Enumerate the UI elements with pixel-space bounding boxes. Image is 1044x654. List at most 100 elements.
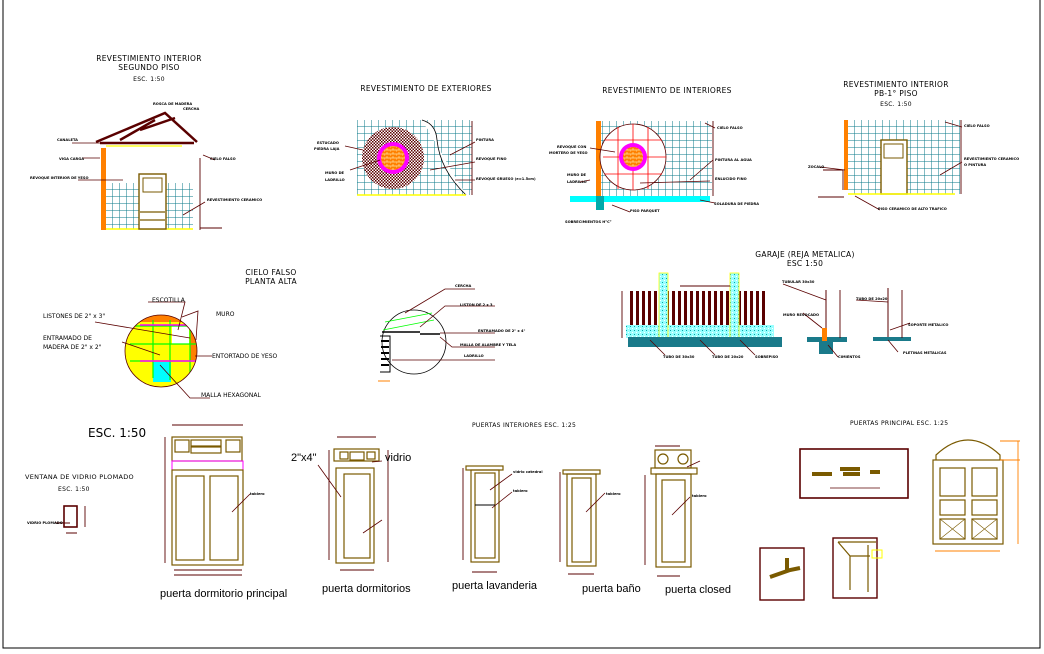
- label: SOBRECIMIENTOS H°C°: [565, 220, 612, 224]
- label: LISTON DE 2 x 3: [460, 303, 493, 307]
- label: MALLA HEXAGONAL: [201, 392, 261, 399]
- label: PLETINAS METALICAS: [903, 351, 947, 355]
- label: CIELO FALSO: [964, 124, 990, 128]
- label: MALLA DE ALAMBRE Y TELA: [460, 343, 516, 347]
- label: 2"x4": [291, 452, 317, 464]
- label: TUBO DE 30x30: [663, 355, 695, 359]
- subtitle: ESC 1:50: [787, 259, 823, 268]
- title: CIELO FALSO: [245, 268, 296, 277]
- title: REVESTIMIENTO DE EXTERIORES: [360, 84, 491, 93]
- section-garaje: GARAJE (REJA METALICA) ESC 1:50 TUBULAR …: [621, 250, 948, 359]
- section-title: PUERTAS PRINCIPAL ESC. 1:25: [850, 420, 948, 427]
- subtitle: PB-1° PISO: [874, 89, 918, 98]
- label: ENTRAMADO DE: [43, 335, 92, 342]
- leaders: [649, 283, 911, 358]
- door-principal: [932, 439, 1020, 552]
- label: REVOQUE GRUESO (e=1.5cm): [476, 177, 536, 181]
- foundation: [596, 196, 604, 210]
- label: SOPORTE METALICO: [908, 323, 948, 327]
- title: GARAJE (REJA METALICA): [755, 250, 854, 259]
- leaders: [392, 288, 495, 361]
- subtitle: PLANTA ALTA: [245, 277, 297, 286]
- label: PISO CERAMICO DE ALTO TRAFICO: [878, 207, 947, 211]
- label: tablero: [513, 489, 528, 493]
- label: TUBULAR 30x30: [782, 280, 815, 284]
- detail-circle: [381, 309, 447, 375]
- label: PINTURA AL AGUA: [715, 158, 752, 162]
- window-scale: ESC. 1:50: [58, 486, 90, 493]
- detail-circle: [124, 314, 198, 388]
- label: CANALETA: [57, 138, 78, 142]
- fence-panel: [630, 291, 662, 325]
- label: TUBO DE 20x20: [712, 355, 744, 359]
- door-closed: [644, 445, 701, 577]
- footing: [819, 342, 833, 354]
- label: vidrio catedral: [513, 470, 543, 474]
- door-window: [142, 177, 163, 193]
- label: PINTURA: [476, 138, 494, 142]
- post: [658, 272, 669, 340]
- window-plomado: [63, 505, 78, 528]
- title: REVESTIMIENTO DE INTERIORES: [602, 86, 731, 95]
- label: ESCOTILLA: [152, 297, 186, 304]
- wall-detail: [380, 335, 391, 373]
- section-puertas: ESC. 1:50 VENTANA DE VIDRIO PLOMADO ESC.…: [25, 420, 1020, 601]
- title: REVESTIMIENTO INTERIOR: [843, 80, 949, 89]
- beam: [382, 331, 440, 335]
- door-title: puerta dormitorio principal: [160, 588, 287, 600]
- dimension-lines: [621, 285, 903, 338]
- section-rev-exteriores: REVESTIMIENTO DE EXTERIORES ESTUCADO PIE…: [314, 84, 536, 196]
- label: CIELO FALSO: [210, 157, 236, 161]
- label: MURO: [216, 311, 235, 318]
- leaders: [344, 141, 476, 181]
- wall-base: [626, 325, 774, 338]
- label: vidrio: [385, 452, 411, 464]
- tubes: [825, 288, 889, 337]
- ground-slab: [628, 337, 782, 347]
- leaders: [579, 122, 716, 213]
- label: PIEDRA LAJA: [314, 147, 340, 151]
- scale: ESC. 1:50: [133, 76, 165, 83]
- battens: [382, 312, 435, 331]
- leaders: [72, 142, 216, 216]
- dimension-line: [199, 158, 222, 230]
- label: tablero: [250, 492, 265, 496]
- section-cielo-falso: CIELO FALSO PLANTA ALTA ESCOTILLA LISTON…: [43, 268, 297, 399]
- door-title: puerta lavanderia: [452, 580, 538, 592]
- door-dormitorio-principal: [164, 424, 251, 576]
- leaders: [819, 121, 963, 211]
- label: LISTONES DE 2" x 3": [43, 313, 105, 320]
- label: ROSCA DE MADERA: [153, 102, 192, 106]
- section-rev-segundo-piso: REVESTIMIENTO INTERIOR SEGUNDO PISO ESC.…: [30, 54, 262, 230]
- label: LADRILLO: [567, 180, 587, 184]
- label: tablero: [606, 492, 621, 496]
- door-bano: [559, 469, 606, 575]
- label: REVOQUE FINO: [476, 157, 507, 161]
- label: CIMIENTOS: [838, 355, 861, 359]
- section-title: PUERTAS INTERIORES ESC. 1:25: [472, 422, 576, 429]
- scale-heading: ESC. 1:50: [88, 426, 146, 440]
- label: MORTERO DE YESO: [549, 151, 588, 155]
- door-rails: [140, 211, 165, 221]
- label: SOLADURA DE PIEDRA: [714, 202, 759, 206]
- wall-stub: [822, 328, 827, 341]
- section-rev-interiores: REVESTIMIENTO DE INTERIORES CIELO FALSO …: [549, 86, 759, 224]
- layer-cut: [421, 119, 467, 196]
- label: REVESTIMIENTO CERAMICO: [964, 157, 1019, 161]
- label: VIGA CARGA: [59, 157, 84, 161]
- section-rev-pb: REVESTIMIENTO INTERIOR PB-1° PISO ESC. 1…: [808, 80, 1019, 211]
- wall-section: [101, 148, 106, 230]
- label: CIELO FALSO: [717, 126, 743, 130]
- label: CERCHA: [183, 107, 200, 111]
- wall-section: [844, 120, 848, 190]
- door-window: [883, 143, 904, 159]
- brick-core: [623, 147, 643, 167]
- roof-truss: [95, 111, 198, 145]
- label: MADERA DE 2" x 2": [43, 344, 102, 351]
- subtitle: SEGUNDO PISO: [118, 63, 179, 72]
- label: REVOQUE CON: [557, 145, 586, 149]
- title: REVESTIMIENTO INTERIOR: [96, 54, 202, 63]
